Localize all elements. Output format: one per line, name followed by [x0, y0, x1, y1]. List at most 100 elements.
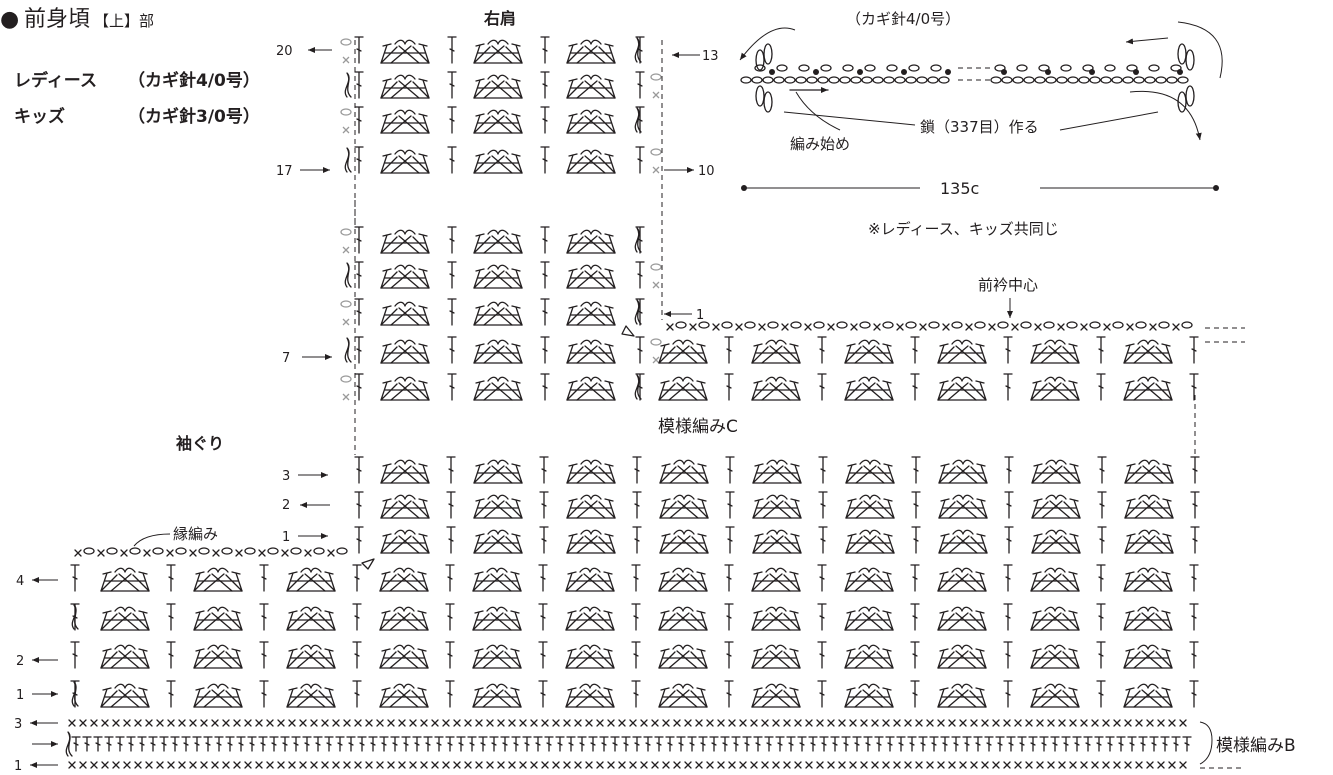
shell-stitch	[659, 494, 709, 519]
shell-stitch	[938, 494, 988, 519]
shell-stitch	[844, 683, 894, 708]
shell-stitch	[658, 683, 708, 708]
row-number: 10	[698, 164, 715, 179]
shell-stitch	[844, 644, 894, 669]
shell-stitch	[1031, 529, 1081, 554]
row-number: 13	[702, 49, 719, 64]
shell-stitch	[193, 683, 243, 708]
shell-stitch	[1030, 339, 1080, 364]
chain-row	[740, 43, 1195, 113]
size-kids: キッズ	[14, 106, 65, 127]
shell-stitch	[937, 683, 987, 708]
shell-stitch	[380, 529, 430, 554]
shell-stitch	[937, 606, 987, 631]
shell-stitch	[380, 264, 430, 289]
row-number: 2	[282, 498, 290, 513]
row-number: 3	[14, 717, 22, 732]
size-ladies: レディース	[14, 70, 97, 91]
shell-stitch	[380, 229, 430, 254]
row-number: 1	[696, 308, 704, 323]
shell-stitch	[751, 606, 801, 631]
shell-stitch	[380, 494, 430, 519]
right-shoulder-label: 右肩	[484, 9, 516, 28]
shell-stitch	[937, 376, 987, 401]
shell-stitch	[752, 529, 802, 554]
shell-stitch	[566, 109, 616, 134]
shell-stitch	[1124, 494, 1174, 519]
row-number: 1	[282, 530, 290, 545]
shell-stitch	[472, 644, 522, 669]
shell-stitch	[286, 606, 336, 631]
shell-stitch	[845, 459, 895, 484]
shell-stitch	[380, 376, 430, 401]
shell-stitch	[565, 644, 615, 669]
shell-stitch	[751, 644, 801, 669]
shell-stitch	[566, 301, 616, 326]
shell-stitch	[286, 567, 336, 592]
start-label: 編み始め	[790, 135, 850, 153]
pattern-c-label: 模様編みC	[658, 417, 738, 437]
shell-stitch	[752, 494, 802, 519]
shell-stitch	[380, 39, 430, 64]
shell-stitch	[1123, 683, 1173, 708]
shell-stitch	[379, 644, 429, 669]
shell-stitch	[565, 567, 615, 592]
shell-stitch	[566, 459, 616, 484]
shell-stitch	[473, 339, 523, 364]
shell-stitch	[751, 339, 801, 364]
shell-stitch	[937, 644, 987, 669]
shell-stitch	[566, 39, 616, 64]
shell-stitch	[844, 567, 894, 592]
shell-stitch	[1124, 529, 1174, 554]
shell-stitch	[751, 683, 801, 708]
shell-stitch	[472, 567, 522, 592]
shell-stitch	[1030, 567, 1080, 592]
foundation-inset: （カギ針4/0号） 編み始め 鎖（337目）作る 135c ※レディース、キッズ…	[739, 10, 1223, 238]
shell-stitch	[566, 339, 616, 364]
shell-stitch	[472, 683, 522, 708]
edging-label: 縁編み	[173, 525, 218, 543]
shell-stitch	[473, 39, 523, 64]
shell-stitch	[844, 376, 894, 401]
size-ladies-hook: （カギ針4/0号）	[128, 70, 260, 91]
shell-stitch	[473, 264, 523, 289]
row-numbers: 20 17 7 3 2 1 13 10 1 4 2 1 3 1	[14, 44, 719, 774]
row-number: 17	[276, 164, 293, 179]
shell-stitch	[1123, 644, 1173, 669]
shell-stitch	[1123, 339, 1173, 364]
shell-stitch	[566, 529, 616, 554]
shell-stitch	[1030, 683, 1080, 708]
shell-stitch	[937, 567, 987, 592]
size-kids-hook: （カギ針3/0号）	[128, 106, 260, 127]
armhole-label: 袖ぐり	[176, 434, 224, 453]
shell-stitch	[845, 529, 895, 554]
shell-stitch	[380, 459, 430, 484]
shell-stitch	[100, 567, 150, 592]
shell-stitch	[379, 606, 429, 631]
row-number: 7	[282, 351, 290, 366]
shell-stitch	[473, 459, 523, 484]
shell-stitch	[1124, 459, 1174, 484]
shell-stitch	[658, 606, 708, 631]
shell-stitch	[844, 339, 894, 364]
shell-stitch	[1123, 606, 1173, 631]
shell-stitch	[566, 229, 616, 254]
shell-stitch	[1031, 459, 1081, 484]
row-number: 2	[16, 654, 24, 669]
shell-stitch	[659, 459, 709, 484]
chain-label: 鎖（337目）作る	[920, 118, 1039, 136]
shell-stitch	[1030, 606, 1080, 631]
shell-stitch	[1031, 494, 1081, 519]
shell-stitch	[565, 683, 615, 708]
shell-stitch	[379, 567, 429, 592]
shell-stitch	[565, 606, 615, 631]
shell-stitch	[566, 149, 616, 174]
shell-stitch	[473, 74, 523, 99]
shell-stitch	[844, 606, 894, 631]
shell-stitch	[473, 529, 523, 554]
shell-stitch	[380, 109, 430, 134]
inset-hook-label: （カギ針4/0号）	[846, 10, 960, 28]
shell-stitch	[100, 606, 150, 631]
shell-stitch	[380, 339, 430, 364]
